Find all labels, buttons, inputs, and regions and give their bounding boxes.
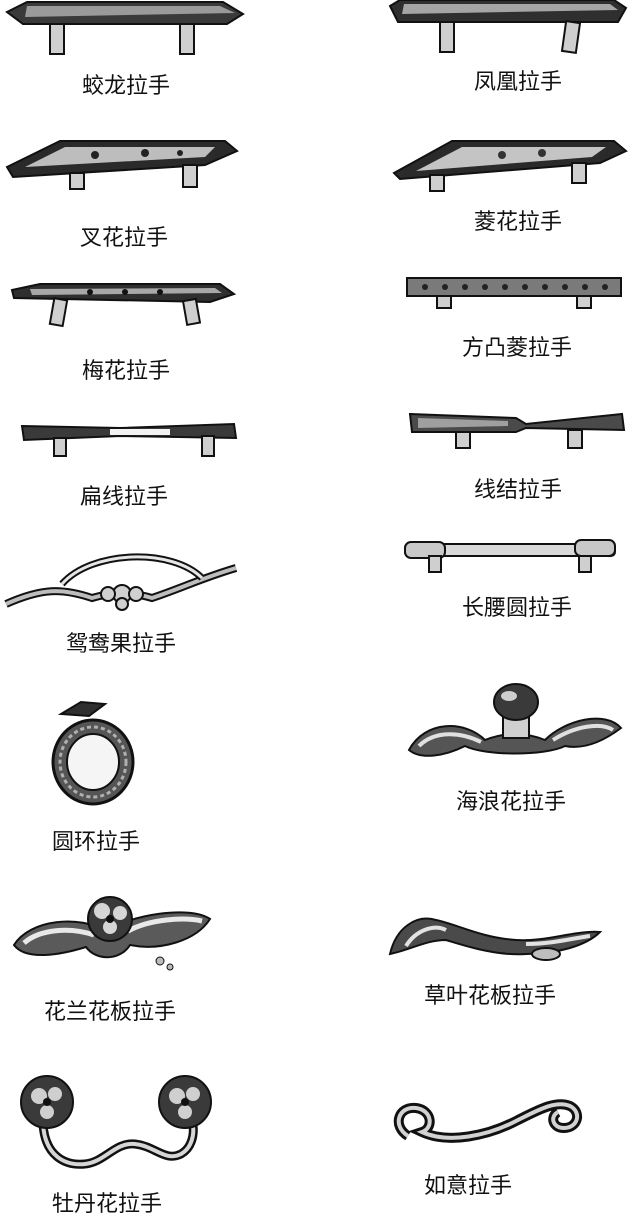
knotted-wire-handle-icon [408,412,626,449]
handle-label: 草叶花板拉手 [424,984,557,1009]
handle-label: 圆环拉手 [52,830,141,855]
handle-label: 叉花拉手 [80,226,169,251]
arched-fruit-handle-icon [4,553,238,611]
handle-label: 凤凰拉手 [474,70,563,95]
pointed-bar-handle-icon [5,140,239,190]
thin-bar-handle-icon [10,283,237,328]
wave-knob-handle-icon [407,683,623,757]
round-bar-handle-icon [404,539,616,573]
flat-wire-handle-icon [20,422,238,457]
leaf-plate-handle-icon [388,917,603,961]
flat-bar-handle-icon [388,0,628,54]
handle-label: 线结拉手 [474,478,563,503]
handle-label: 牡丹花拉手 [52,1192,163,1217]
pointed-bar-handle-icon [392,140,628,192]
handle-label: 如意拉手 [424,1174,513,1199]
ruyi-handle-icon [393,1099,583,1143]
handle-label: 梅花拉手 [82,359,171,384]
handle-label: 蛟龙拉手 [82,74,171,99]
flat-bar-handle-icon [5,1,245,55]
handle-label: 长腰圆拉手 [462,596,573,621]
handle-label: 花兰花板拉手 [44,1000,177,1025]
floral-plate-handle-icon [12,896,212,971]
beaded-bar-handle-icon [406,277,622,309]
peony-bail-handle-icon [20,1075,212,1169]
handle-label: 扁线拉手 [80,485,169,510]
handle-label: 方凸菱拉手 [462,336,573,361]
handle-label: 菱花拉手 [474,210,563,235]
handle-label: 海浪花拉手 [456,790,567,815]
handle-label: 鸳鸯果拉手 [66,632,177,657]
ring-handle-icon [51,700,135,806]
